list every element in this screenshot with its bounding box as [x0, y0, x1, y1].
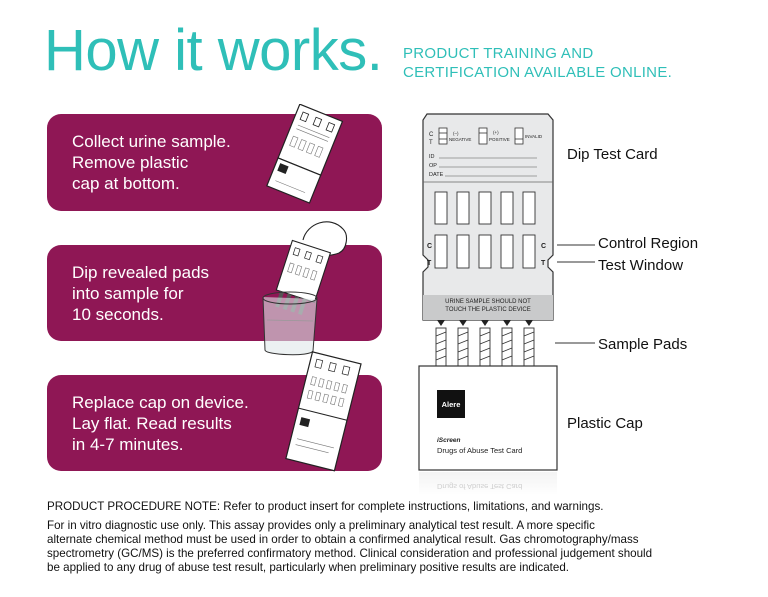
field-id: ID	[429, 154, 435, 160]
step-2-line-1: Dip revealed pads	[72, 262, 210, 282]
callout-lines	[555, 244, 595, 344]
row-t-left: T	[427, 260, 432, 267]
step-3-capped-card-illustration	[285, 351, 362, 472]
warning-line-2: TOUCH THE PLASTIC DEVICE	[445, 307, 530, 313]
legend-t: T	[429, 140, 433, 146]
page-title: How it works.	[44, 18, 383, 83]
step-1-line-2: Remove plastic	[72, 153, 189, 172]
disclaimer-line-2: alternate chemical method must be used i…	[47, 533, 639, 546]
label-control-region: Control Region	[598, 235, 699, 252]
label-dip-test-card: Dip Test Card	[567, 146, 658, 163]
label-plastic-cap: Plastic Cap	[567, 415, 643, 432]
step-3-line-2: Lay flat. Read results	[72, 413, 232, 433]
negative-label: NEGATIVE	[449, 137, 471, 142]
row-c-right: C	[541, 243, 546, 250]
cap-product: iScreen	[437, 437, 461, 444]
step-1-line-3: cap at bottom.	[72, 174, 180, 193]
label-test-window: Test Window	[598, 257, 684, 274]
step-2-line-2: into sample for	[72, 283, 184, 303]
alere-logo	[437, 390, 465, 418]
sample-pads	[435, 327, 535, 367]
test-windows-row	[434, 234, 536, 269]
legend-positive-window	[478, 127, 488, 145]
step-1-card-illustration	[266, 104, 344, 204]
training-subtitle: PRODUCT TRAINING AND CERTIFICATION AVAIL…	[403, 44, 672, 82]
subtitle-line-1: PRODUCT TRAINING AND	[403, 45, 594, 62]
positive-label: POSITIVE	[489, 137, 510, 142]
step-1-line-1: Collect urine sample.	[72, 132, 231, 151]
step-2-dip-illustration	[262, 221, 348, 356]
label-sample-pads: Sample Pads	[598, 336, 688, 353]
cap-reflection: Drugs of Abuse Test Card	[419, 472, 557, 494]
negative-sign: (–)	[453, 131, 459, 136]
pad-arrows	[437, 320, 533, 326]
warning-band	[423, 295, 553, 320]
step-3-line-1: Replace cap on device.	[72, 392, 249, 412]
cap-product-name: Drugs of Abuse Test Card	[437, 446, 522, 455]
field-op: OP	[429, 163, 437, 169]
row-c-left: C	[427, 243, 432, 250]
disclaimer-line-4: be applied to any drug of abuse test res…	[47, 561, 569, 574]
disclaimer-line-1: For in vitro diagnostic use only. This a…	[47, 519, 595, 532]
step-2-line-3: 10 seconds.	[72, 304, 164, 324]
disclaimer-line-3: spectrometry (GC/MS) is the preferred co…	[47, 547, 653, 560]
upper-windows-row	[434, 191, 536, 225]
svg-text:Drugs of Abuse Test Card: Drugs of Abuse Test Card	[437, 482, 522, 491]
legend-negative-window	[438, 127, 448, 145]
row-t-right: T	[541, 260, 546, 267]
legend-c: C	[429, 132, 434, 138]
step-3-line-3: in 4-7 minutes.	[72, 434, 184, 454]
warning-line-1: URINE SAMPLE SHOULD NOT	[445, 299, 531, 305]
legend-invalid-window	[514, 127, 524, 145]
positive-sign: (+)	[493, 130, 499, 135]
cap-brand: Alere	[442, 400, 461, 409]
dip-test-card-diagram: C T (–) NEGATIVE (+) POSITIVE INVALID ID…	[418, 113, 558, 494]
invalid-label: INVALID	[525, 134, 543, 139]
procedure-note: PRODUCT PROCEDURE NOTE: Refer to product…	[47, 500, 604, 513]
subtitle-line-2: CERTIFICATION AVAILABLE ONLINE.	[403, 64, 673, 81]
field-date: DATE	[429, 172, 444, 178]
